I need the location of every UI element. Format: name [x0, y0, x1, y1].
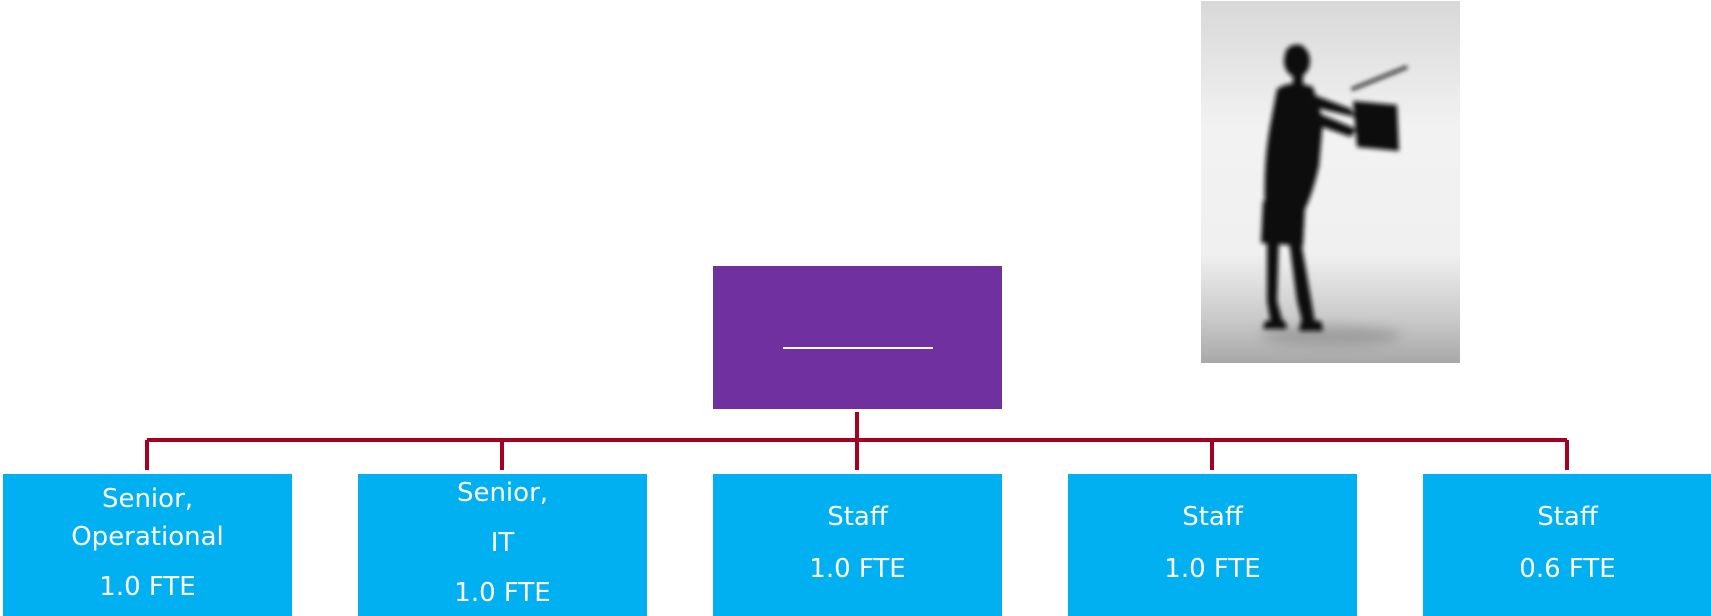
staff-box-line: Senior,	[456, 478, 549, 508]
staff-box-senior-operational: Senior, Operational 1.0 FTE	[3, 474, 292, 616]
staff-box-line: Operational	[71, 522, 224, 552]
staff-box-line: 1.0 FTE	[99, 572, 196, 602]
staff-box-line: 0.6 FTE	[1519, 554, 1616, 584]
staff-box-line: Staff	[1182, 502, 1243, 532]
silhouette-icon	[1261, 44, 1408, 346]
staff-box-line: 1.0 FTE	[454, 578, 551, 608]
staff-box-1: Staff 1.0 FTE	[713, 474, 1002, 616]
staff-box-3: Staff 0.6 FTE	[1423, 474, 1711, 616]
staff-box-senior-it: Senior, IT 1.0 FTE	[358, 474, 647, 616]
manager-box	[713, 266, 1002, 409]
staff-box-line: Senior,	[101, 484, 194, 514]
staff-box-2: Staff 1.0 FTE	[1068, 474, 1357, 616]
silhouette-presenter-photo	[1201, 1, 1460, 363]
manager-name-blank	[782, 346, 933, 349]
staff-box-line: 1.0 FTE	[809, 554, 906, 584]
staff-box-line: Staff	[1537, 502, 1598, 532]
staff-box-line: Staff	[827, 502, 888, 532]
staff-box-line: IT	[490, 528, 515, 558]
staff-box-line: 1.0 FTE	[1164, 554, 1261, 584]
